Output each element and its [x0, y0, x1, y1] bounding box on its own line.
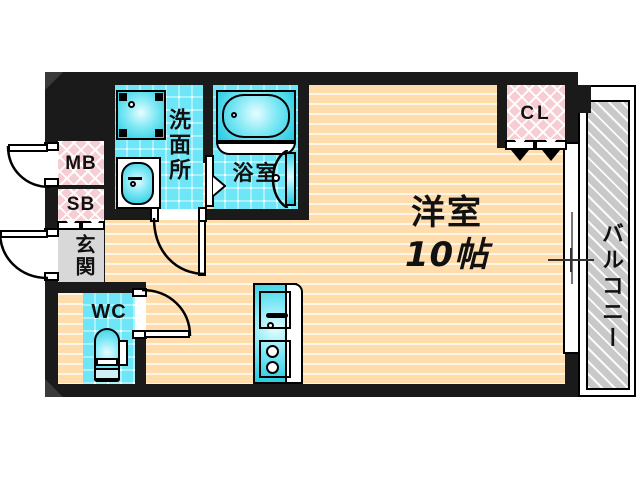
toilet-base	[94, 368, 120, 380]
vanity-faucet	[128, 177, 142, 180]
room-main-size: 10帖	[404, 235, 490, 275]
mb-door-gap	[45, 145, 58, 183]
wall-bath-divider	[203, 85, 213, 163]
washer-drain-icon	[128, 101, 135, 108]
balcony-label: バルコニー	[598, 222, 623, 352]
bathtub-drain-icon	[231, 112, 237, 118]
meter-box-area	[58, 141, 104, 185]
entrance-door-jamb-bottom	[44, 272, 59, 281]
entrance-door-swing-arc	[0, 231, 49, 280]
stove-area	[259, 340, 291, 378]
wall-wc-top	[58, 282, 146, 293]
vanity-basin	[121, 162, 154, 205]
closet-area	[507, 85, 565, 140]
shoe-box-area	[58, 189, 104, 221]
washroom-doorway-gap	[152, 209, 204, 220]
kitchen-faucet	[266, 313, 288, 318]
stove-burner-bottom	[266, 361, 279, 374]
meter-box-label: MB	[65, 153, 97, 174]
closet-wall-left	[497, 85, 507, 148]
balcony-floor	[586, 100, 630, 390]
mb-door-jamb-bottom	[44, 178, 59, 187]
vanity-faucet-knob	[130, 181, 136, 187]
entrance-floor	[58, 230, 104, 282]
shower-panel	[285, 152, 296, 206]
wall-entry-top-stub	[58, 85, 104, 141]
corner-chamfer-bottom-left	[45, 379, 63, 397]
washer-foot-tr	[155, 93, 163, 101]
wc-door-jamb-top	[132, 288, 147, 297]
kitchen-drain-icon	[267, 322, 274, 329]
stove-burner-top	[266, 345, 279, 358]
corner-chamfer-top-left	[45, 72, 63, 90]
bath-handle-dot	[272, 174, 280, 182]
balcony-door-marker-v	[570, 248, 572, 272]
balcony-top-notch	[565, 85, 591, 113]
wall-washroom-left	[104, 85, 115, 220]
wall-mb-sb-divider	[58, 185, 104, 189]
washer-foot-bl	[119, 129, 127, 137]
closet-label: CL	[520, 103, 552, 124]
wall-bath-right	[298, 85, 309, 220]
closet-fold-marker-left	[511, 139, 529, 161]
shoe-box-label: SB	[66, 194, 96, 215]
wc-door-gap	[135, 292, 146, 337]
entrance-label: 玄関	[72, 234, 96, 278]
toilet-tank	[118, 340, 128, 366]
bathroom-door-swing-marker	[212, 175, 226, 197]
room-main-name: 洋室	[411, 193, 483, 233]
washer-foot-br	[155, 129, 163, 137]
closet-fold-marker-right	[542, 139, 560, 161]
kitchen-sink-basin	[259, 291, 291, 329]
bathtub-inner-basin	[222, 94, 290, 138]
toilet-label: WC	[91, 301, 127, 323]
wall-bottom	[45, 384, 565, 397]
washroom-door-swing-arc	[152, 218, 207, 276]
entrance-door-gap	[45, 232, 58, 280]
toilet-seat-bar	[96, 358, 118, 366]
mb-door-swing-arc	[6, 145, 51, 189]
wall-top	[45, 72, 565, 85]
washer-foot-tl	[119, 93, 127, 101]
bathroom-label: 浴室	[232, 161, 279, 185]
wc-door-swing-arc	[141, 288, 192, 337]
washroom-label: 洗面所	[165, 108, 190, 183]
